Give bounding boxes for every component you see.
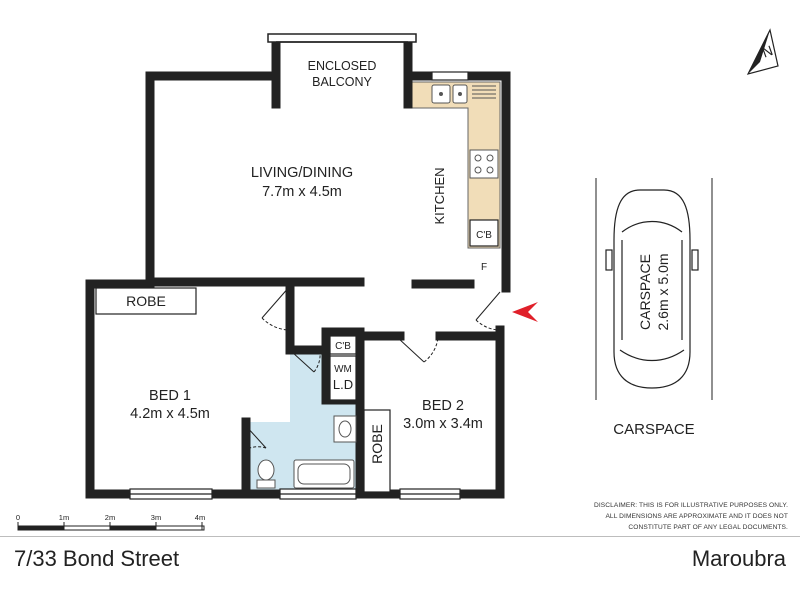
address: 7/33 Bond Street — [14, 546, 180, 571]
car-icon — [605, 189, 699, 389]
bed1-dims: 4.2m x 4.5m — [130, 406, 210, 422]
kitchen-label: KITCHEN — [432, 167, 447, 224]
robe-bed2-label: ROBE — [369, 424, 385, 464]
scale-tick-2m: 2m — [105, 513, 115, 522]
robe-units — [95, 219, 499, 493]
scale-tick-1m: 1m — [59, 513, 69, 522]
bed2-label: BED 2 — [422, 398, 464, 414]
disclaimer-line-1: DISCLAIMER: THIS IS FOR ILLUSTRATIVE PUR… — [593, 502, 788, 509]
cooktop-icon — [469, 149, 499, 179]
toilet-icon — [256, 459, 276, 489]
sink-icon — [431, 84, 496, 104]
linen-laundry-label: L.D — [333, 377, 353, 392]
floor-plan: N ENCLOSED BALCONY LIVING/DINING 7.7m x … — [16, 28, 779, 531]
suburb: Maroubra — [691, 546, 786, 571]
bathroom — [248, 350, 360, 492]
basin-icon — [333, 415, 357, 443]
entry-arrow-icon — [512, 302, 538, 322]
carspace — [595, 178, 713, 400]
balcony-label-line2: BALCONY — [312, 75, 372, 89]
disclaimer-line-2: ALL DIMENSIONS ARE APPROXIMATE AND IT DO… — [605, 513, 788, 520]
scale-tick-3m: 3m — [151, 513, 161, 522]
disclaimer-line-3: CONSTITUTE PART OF ANY LEGAL DOCUMENTS. — [628, 524, 788, 531]
hall-cupboard-label: C'B — [335, 341, 351, 352]
bed2-dims: 3.0m x 3.4m — [403, 416, 483, 432]
scale-tick-0: 0 — [16, 513, 20, 522]
labels: ENCLOSED BALCONY LIVING/DINING 7.7m x 4.… — [126, 59, 695, 464]
disclaimer: DISCLAIMER: THIS IS FOR ILLUSTRATIVE PUR… — [560, 500, 788, 533]
balcony-label-line1: ENCLOSED — [308, 59, 377, 73]
robe-bed1-label: ROBE — [126, 293, 166, 309]
doors — [245, 285, 501, 449]
balcony-frame — [267, 33, 417, 43]
washing-machine-label: WM — [334, 364, 352, 375]
footer-divider — [0, 536, 800, 537]
living-dining-label: LIVING/DINING — [251, 165, 353, 181]
bed1-label: BED 1 — [149, 388, 191, 404]
window-kitchen — [431, 71, 469, 81]
kitchen-cupboard-label: C'B — [476, 230, 492, 241]
bathtub-icon — [293, 459, 355, 489]
north-arrow-icon: N — [746, 28, 779, 75]
scale-bar: 0 1m 2m 3m 4m — [16, 513, 205, 531]
carspace-label: CARSPACE — [613, 421, 694, 438]
carspace-inner-dims: 2.6m x 5.0m — [655, 253, 671, 330]
fridge-label: F — [481, 262, 487, 273]
carspace-inner-label: CARSPACE — [637, 254, 653, 330]
windows — [129, 71, 469, 500]
scale-tick-4m: 4m — [195, 513, 205, 522]
living-dining-dims: 7.7m x 4.5m — [262, 184, 342, 200]
